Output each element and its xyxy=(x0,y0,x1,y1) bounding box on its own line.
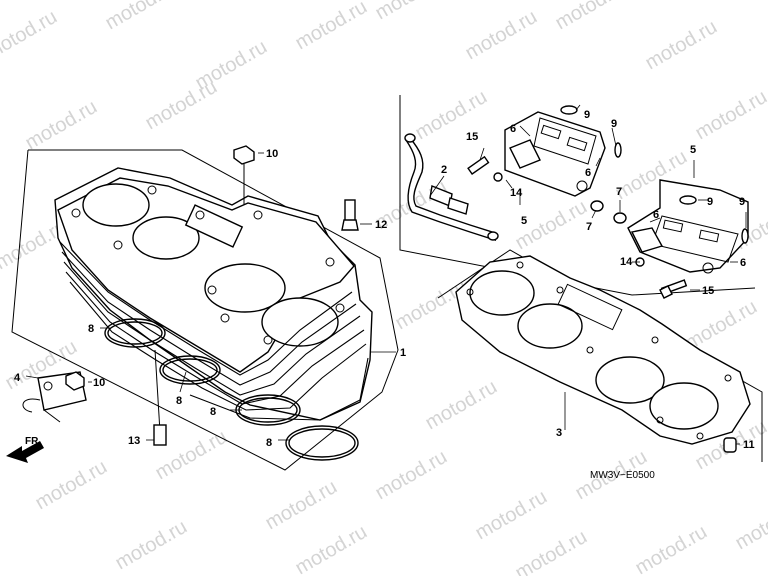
callout-label: 14 xyxy=(510,187,523,199)
watermark-text: motod.ru xyxy=(372,0,451,24)
callout-label: 7 xyxy=(616,186,622,198)
watermark-text: motod.ru xyxy=(372,446,451,505)
callout-label: 9 xyxy=(707,196,713,208)
watermark-text: motod.ru xyxy=(732,496,768,555)
nut-10-top xyxy=(233,145,255,205)
callout-label: 8 xyxy=(210,406,216,418)
cylinder-bracket-frame xyxy=(11,149,399,471)
callout-label: 7 xyxy=(586,221,592,233)
base-gasket-group xyxy=(437,249,763,462)
watermark-text: motod.ru xyxy=(102,0,181,34)
o-rings xyxy=(104,318,359,461)
watermark-text: motod.ru xyxy=(292,521,371,576)
callout-label: 15 xyxy=(466,131,478,143)
watermark-text: motod.ru xyxy=(112,516,191,575)
callout-label: 5 xyxy=(521,215,527,227)
callout-label: 6 xyxy=(510,123,516,135)
seal-rings-9 xyxy=(560,105,749,244)
cylinder-block xyxy=(54,167,373,421)
watermark-text: motod.ru xyxy=(422,376,501,435)
air-pipe-2 xyxy=(404,133,499,242)
callout-label: 3 xyxy=(556,427,562,439)
washers-7 xyxy=(590,200,627,224)
bolt-12 xyxy=(341,199,359,231)
watermark-text: motod.ru xyxy=(262,476,341,535)
callout-label: 6 xyxy=(653,209,659,221)
watermark-text: motod.ru xyxy=(642,16,721,75)
watermark-text: motod.ru xyxy=(142,76,221,135)
callout-label: 10 xyxy=(266,148,278,160)
watermark-text: motod.ru xyxy=(32,456,111,515)
watermark-text: motod.ru xyxy=(512,526,591,576)
watermark-text: motod.ru xyxy=(692,86,768,145)
leader-lines xyxy=(25,104,747,445)
watermark-text: motod.ru xyxy=(22,96,101,155)
callout-label: 11 xyxy=(743,439,755,451)
watermark-text: motod.ru xyxy=(632,521,711,576)
watermark-text: motod.ru xyxy=(292,0,371,54)
dowel-pin-11 xyxy=(723,437,737,453)
bolt-13 xyxy=(153,349,167,446)
callout-label: 9 xyxy=(611,118,617,130)
reed-valve-cover-upper xyxy=(504,111,606,197)
callout-label: 5 xyxy=(690,144,696,156)
callout-label: 8 xyxy=(88,323,94,335)
watermark-text: motod.ru xyxy=(412,86,491,145)
reed-valve-cover-lower xyxy=(627,179,749,274)
callout-label: 4 xyxy=(14,372,21,384)
nut-10-lower xyxy=(65,371,85,391)
cylinder-base-gasket xyxy=(455,255,751,445)
callout-label: 8 xyxy=(266,437,272,449)
callout-label: 10 xyxy=(93,377,105,389)
callout-label: 1 xyxy=(400,347,406,359)
diagram-code: MW3V−E0500 xyxy=(590,470,655,481)
front-direction-label: FR. xyxy=(25,436,41,447)
cylinder-block-group xyxy=(6,145,399,471)
callout-label: 6 xyxy=(585,167,591,179)
bolts-15 xyxy=(467,155,688,299)
callout-label: 9 xyxy=(584,109,590,121)
callout-label: 6 xyxy=(740,257,746,269)
watermark-text: motod.ru xyxy=(472,486,551,545)
callout-label: 13 xyxy=(128,435,140,447)
callout-label: 14 xyxy=(620,256,633,268)
watermark-text: motod.ru xyxy=(0,6,61,65)
callout-label: 2 xyxy=(441,164,447,176)
callout-label: 15 xyxy=(702,285,714,297)
air-injection-group xyxy=(399,95,756,299)
callout-label: 8 xyxy=(176,395,182,407)
callout-label: 9 xyxy=(739,196,745,208)
watermark-text: motod.ru xyxy=(552,0,631,34)
watermark-text: motod.ru xyxy=(462,6,541,65)
front-direction-arrow xyxy=(6,441,44,463)
callout-label: 12 xyxy=(375,219,387,231)
